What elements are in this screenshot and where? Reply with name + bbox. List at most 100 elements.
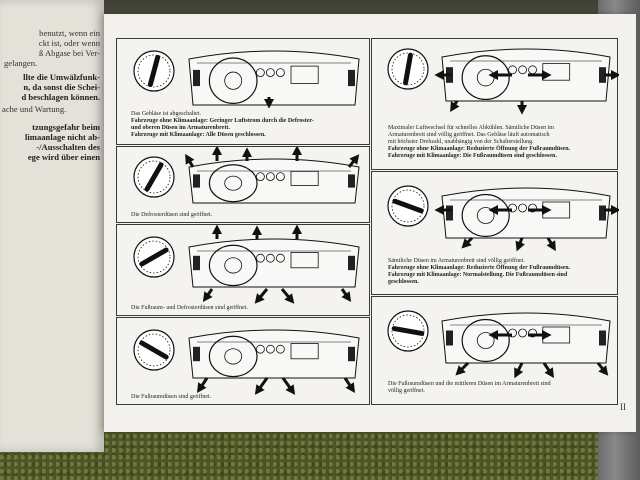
left-text-line: benutzt, wenn ein [39,28,100,38]
dashboard-outline [188,50,360,106]
airflow-arrowhead [544,367,554,378]
diagram-panel-footwell: Die Fußraumdüsen sind geöffnet. [116,317,370,405]
steering-wheel [208,244,258,287]
airflow-arrowhead [197,382,207,393]
left-text-line: -/Ausschalten des [36,142,100,152]
panel-caption: Die Fußraum- und Defrosterdüsen sind geö… [131,305,248,311]
steering-hub [224,71,243,90]
steering-hub [476,332,495,349]
gauge [518,65,527,75]
left-page: benutzt, wenn ein ckt ist, oder wenn ß A… [0,0,104,452]
steering-hub [476,207,495,224]
right-vent [599,330,606,346]
airflow-arrowhead [345,382,355,393]
left-vent [193,69,200,87]
dashboard-outline [188,158,360,204]
left-vent [193,255,200,271]
airflow-arrowhead [254,384,265,395]
panel-caption: Fahrzeuge mit Klimaanlage: Normalstellun… [388,272,568,278]
airflow-arrowhead [434,70,444,80]
gauge [508,328,517,338]
airflow-arrowhead [212,225,222,234]
airflow-arrowhead [284,293,295,304]
dashboard-outline [188,238,360,288]
control-knob-pointer [391,326,425,336]
gauge [275,253,285,263]
control-knob-scale [391,52,425,86]
control-knob-pointer [139,340,169,360]
airflow-arrowhead [455,365,466,376]
control-knob-pointer [139,247,169,267]
gauge [518,328,527,338]
control-knob-pointer [144,162,164,192]
gauge [255,68,265,77]
panel-caption: Fahrzeuge ohne Klimaanlage: Reduzierte Ö… [388,146,571,152]
airflow-arrowhead [461,238,472,249]
steering-hub [224,348,243,365]
panel-caption: und oberen Düsen im Armaturenbrett. [131,125,230,131]
gauge [518,203,527,213]
panel-caption: Die Fußraumdüsen und die mittleren Düsen… [388,381,551,387]
panel-caption: völlig geöffnet. [388,388,425,394]
left-text-line: limaanlage nicht ab- [25,132,100,142]
steering-wheel [461,55,510,101]
diagram-panel-footwell-defroster: Die Fußraum- und Defrosterdüsen sind geö… [116,224,370,316]
panel-caption: mit höchster Drehzahl, unabhängig von de… [388,139,534,145]
steering-hub [224,257,243,274]
gauge [275,344,285,354]
diagram-panel-max-cooling: Maximaler Luftwechsel für schnelles Abkü… [371,38,619,170]
airflow-arrowhead [611,205,619,215]
gauge [265,68,275,77]
control-knob-pointer [392,198,424,214]
airflow-arrowhead [514,367,524,379]
airflow-arrowhead [292,147,302,155]
airflow-arrowhead [434,205,444,215]
airflow-arrowhead [517,105,527,115]
airflow-arrowhead [488,70,498,80]
dashboard-diagram [387,48,619,115]
center-console [290,343,319,360]
steering-wheel [208,57,258,104]
dashboard-outline [441,48,611,102]
airflow-arrowhead [542,70,552,80]
gauge [265,253,275,263]
airflow-arrowhead [488,330,498,340]
right-vent [348,69,355,87]
gauge [255,172,265,182]
control-knob-scale [137,333,171,367]
dashboard-diagram [387,310,611,379]
right-vent [599,67,606,83]
left-text-line: tzungsgefahr beim [32,122,100,132]
airflow-arrowhead [252,225,262,235]
airflow-arrowhead [450,101,460,113]
control-knob-scale [137,240,171,274]
airflow-arrowhead [542,205,552,215]
right-vent [348,346,355,362]
diagram-panel-blower-off: Das Gebläse ist abgeschaltet. Fahrzeuge … [116,38,370,145]
airflow-arrowhead [542,330,552,340]
left-text-line: d beschlagen können. [21,92,100,102]
left-vent [446,205,453,221]
control-knob-pointer [403,52,413,86]
steering-wheel [208,335,258,378]
right-vent [348,255,355,271]
airflow-arrowhead [488,205,498,215]
control-knob-pointer [147,54,161,88]
panel-caption: Fahrzeuge mit Klimaanlage: Die Fußraumdü… [388,153,557,159]
steering-wheel [461,193,510,238]
gauge [255,344,265,354]
panel-caption: geschlossen. [388,279,419,285]
gauge [508,203,517,213]
right-vent [348,174,355,188]
airflow-arrowhead [546,240,556,252]
airflow-arrowhead [515,240,525,252]
left-text-line: n, da sonst die Schei- [23,82,100,92]
dashboard-outline [188,329,360,379]
panel-caption: Fahrzeuge mit Klimaanlage: Alle Düsen ge… [131,132,266,138]
dashboard-diagram [133,50,360,109]
gauge [528,328,537,338]
gauge [508,65,517,75]
left-vent [193,346,200,362]
airflow-arrowhead [285,384,296,395]
dashboard-outline [441,312,611,364]
